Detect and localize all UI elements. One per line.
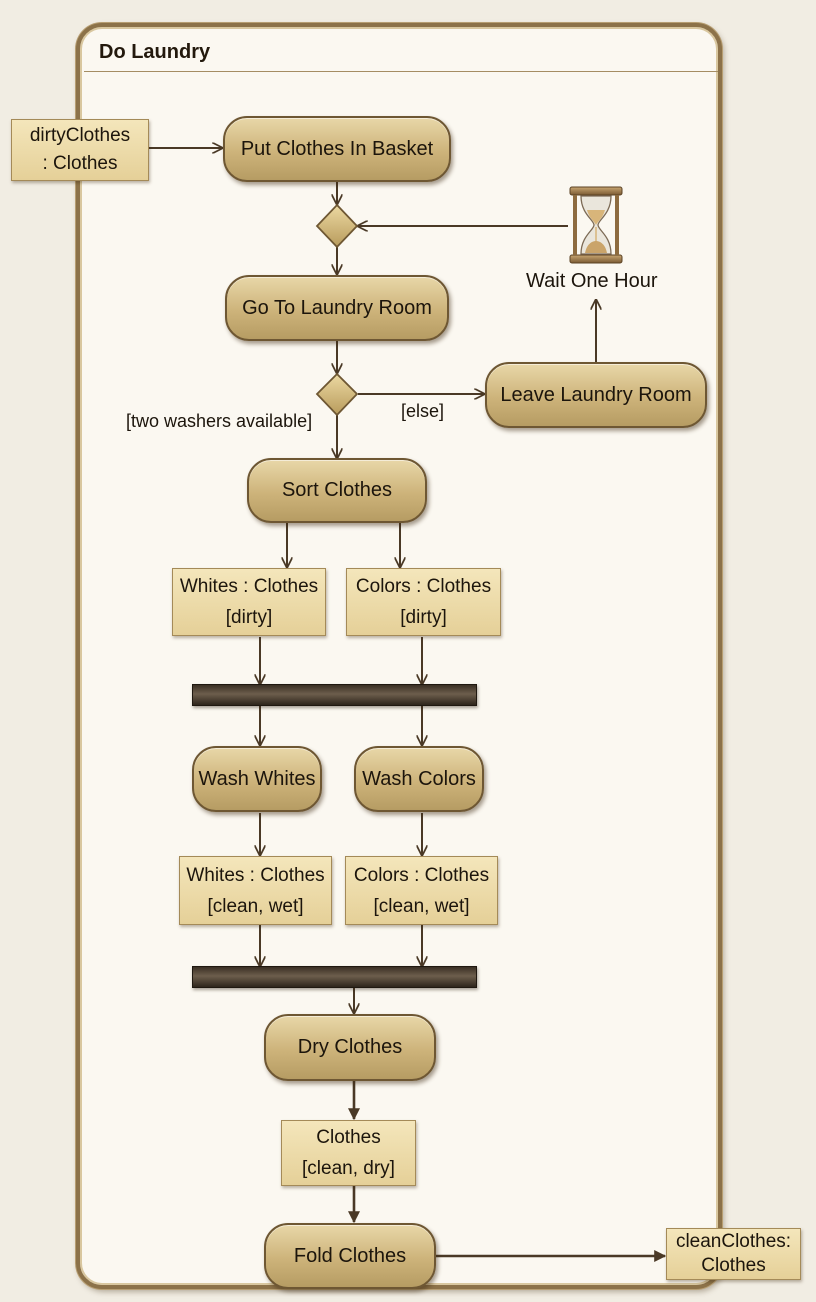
object-type: : Clothes — [42, 153, 118, 174]
object-name: Clothes — [316, 1127, 381, 1148]
object-dirty-clothes: dirtyClothes : Clothes — [11, 119, 149, 181]
join-bar — [192, 966, 477, 988]
merge-node — [315, 203, 359, 249]
object-state: [clean, wet] — [207, 895, 304, 917]
object-name: dirtyClothes — [29, 125, 131, 146]
object-clean-clothes: cleanClothes: Clothes — [666, 1228, 801, 1280]
action-wash-colors[interactable]: Wash Colors — [354, 746, 484, 812]
guard-else: [else] — [401, 401, 445, 421]
object-state: [clean, wet] — [373, 895, 470, 917]
object-type: Clothes — [701, 1255, 766, 1276]
object-whites-dirty: Whites : Clothes [dirty] — [172, 568, 326, 636]
hourglass-icon — [569, 186, 623, 264]
object-whites-clean-wet: Whites : Clothes [clean, wet] — [179, 856, 332, 925]
object-name: Colors : Clothes — [355, 576, 492, 597]
object-name: Colors : Clothes — [353, 864, 490, 886]
object-clothes-clean-dry: Clothes [clean, dry] — [281, 1120, 416, 1186]
object-name: cleanClothes: — [675, 1231, 792, 1252]
action-dry-clothes[interactable]: Dry Clothes — [264, 1014, 436, 1081]
object-colors-clean-wet: Colors : Clothes [clean, wet] — [345, 856, 498, 925]
decision-node — [315, 372, 359, 417]
object-state: [dirty] — [225, 607, 273, 628]
object-colors-dirty: Colors : Clothes [dirty] — [346, 568, 501, 636]
guard-two-washers: [two washers available] — [126, 411, 313, 431]
timer-label: Wait One Hour — [526, 270, 658, 292]
title-divider — [84, 71, 718, 72]
object-name: Whites : Clothes — [186, 864, 325, 886]
fork-bar — [192, 684, 477, 706]
object-state: [clean, dry] — [302, 1158, 395, 1179]
action-put-clothes-in-basket[interactable]: Put Clothes In Basket — [223, 116, 451, 182]
object-state: [dirty] — [400, 607, 447, 628]
action-fold-clothes[interactable]: Fold Clothes — [264, 1223, 436, 1289]
action-leave-laundry-room[interactable]: Leave Laundry Room — [485, 362, 707, 428]
action-go-to-laundry-room[interactable]: Go To Laundry Room — [225, 275, 449, 341]
activity-title: Do Laundry — [99, 41, 211, 63]
action-sort-clothes[interactable]: Sort Clothes — [247, 458, 427, 523]
action-wash-whites[interactable]: Wash Whites — [192, 746, 322, 812]
object-name: Whites : Clothes — [179, 576, 319, 597]
